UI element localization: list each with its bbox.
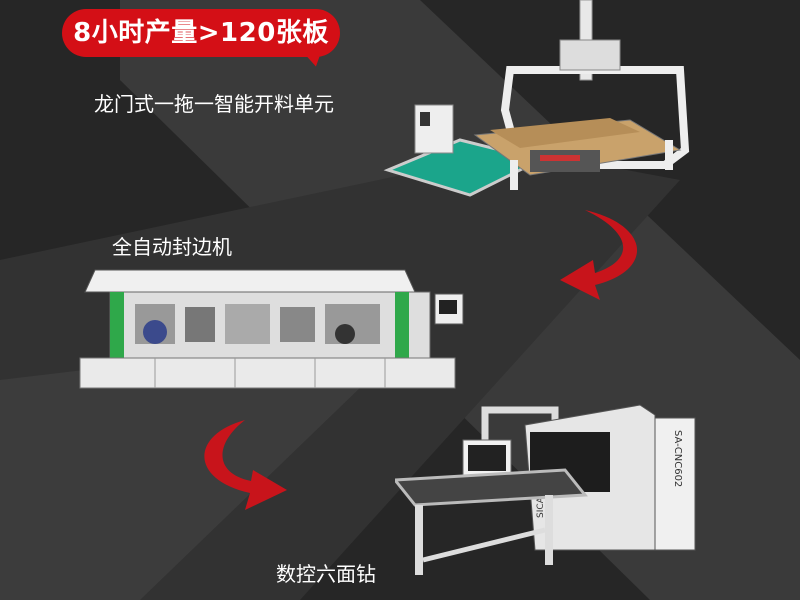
edge-banding-machine-image bbox=[79, 269, 464, 389]
gantry-cutting-machine-image bbox=[383, 0, 690, 197]
gantry-unit-label: 龙门式一拖一智能开料单元 bbox=[94, 92, 334, 116]
flow-arrow-down-right bbox=[204, 420, 287, 510]
six-side-drill-machine-image: SA-CNC602 SICAMC bbox=[395, 404, 696, 575]
flow-arrow-down-left bbox=[560, 210, 638, 300]
machine-brand-text: SICAMC bbox=[536, 483, 546, 518]
six-side-drill-label: 数控六面钻 bbox=[276, 562, 376, 586]
output-badge: 8小时产量>120张板 bbox=[62, 9, 340, 57]
edge-bander-label: 全自动封边机 bbox=[112, 235, 232, 259]
machine-model-text: SA-CNC602 bbox=[672, 430, 683, 487]
